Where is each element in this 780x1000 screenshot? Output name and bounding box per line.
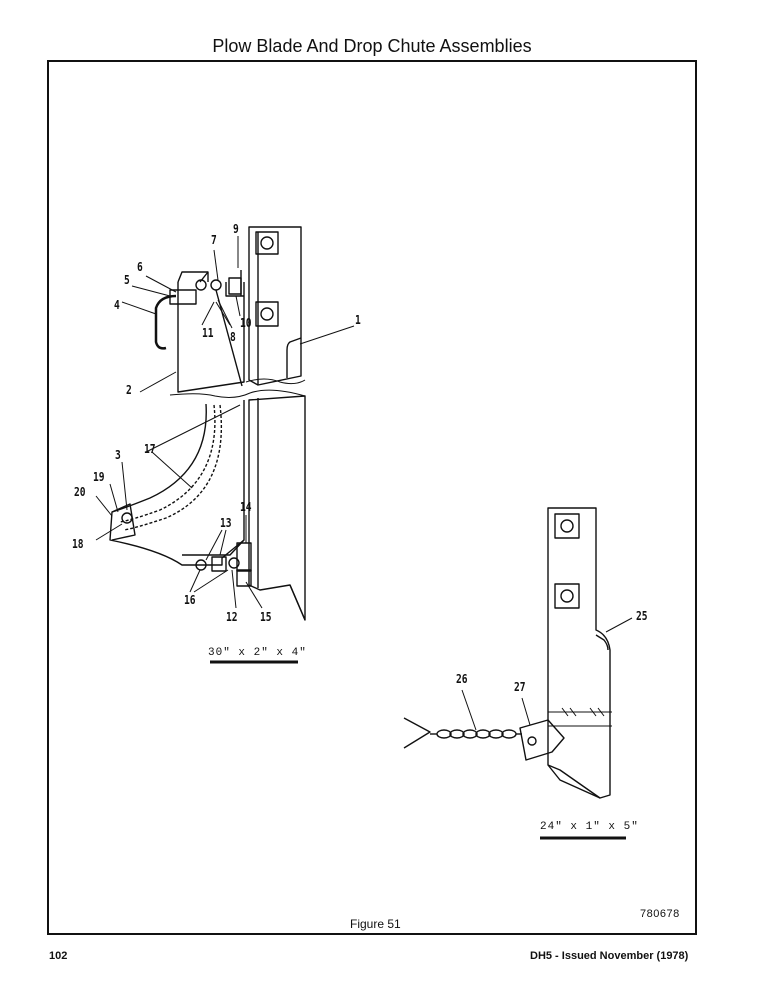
callout-5: 5 bbox=[124, 273, 130, 287]
callout-12: 12 bbox=[226, 610, 238, 624]
callout-14: 14 bbox=[240, 500, 252, 514]
break-line bbox=[169, 389, 306, 398]
pin-12 bbox=[228, 557, 240, 569]
callout-8: 8 bbox=[230, 330, 236, 344]
leader-lines-right bbox=[461, 617, 633, 731]
page-number: 102 bbox=[49, 950, 68, 962]
callout-10: 10 bbox=[240, 316, 252, 330]
drawing-code: 780678 bbox=[640, 908, 680, 920]
rod bbox=[215, 289, 243, 387]
callout-9: 9 bbox=[233, 222, 239, 236]
shoe-27 bbox=[519, 719, 565, 761]
dimension-right: 24" x 1" x 5" bbox=[540, 821, 639, 833]
plow-blade-lower bbox=[248, 395, 306, 621]
callout-26: 26 bbox=[456, 672, 468, 686]
page-title: Plow Blade And Drop Chute Assemblies bbox=[212, 36, 532, 56]
bolt-9 bbox=[228, 277, 242, 295]
callout-15: 15 bbox=[260, 610, 272, 624]
handle bbox=[154, 294, 177, 350]
clevis-13 bbox=[211, 556, 227, 572]
callout-7: 7 bbox=[211, 233, 217, 247]
pin-16 bbox=[195, 559, 207, 571]
pin-6 bbox=[195, 279, 207, 291]
footer-issue: DH5 - Issued November (1978) bbox=[530, 950, 689, 962]
callout-6: 6 bbox=[137, 260, 143, 274]
pin-8 bbox=[210, 279, 222, 291]
drop-chute-upper bbox=[177, 271, 245, 393]
figure-caption: Figure 51 bbox=[350, 917, 401, 931]
callout-11: 11 bbox=[202, 326, 214, 340]
callout-2: 2 bbox=[126, 383, 132, 397]
callout-1: 1 bbox=[355, 313, 361, 327]
dimension-left: 30" x 2" x 4" bbox=[208, 647, 307, 659]
callout-18: 18 bbox=[72, 537, 84, 551]
latch-pin bbox=[169, 289, 197, 305]
callout-25: 25 bbox=[636, 609, 648, 623]
figure-frame bbox=[47, 60, 697, 935]
callout-19: 19 bbox=[93, 470, 105, 484]
callout-20: 20 bbox=[74, 485, 86, 499]
callout-3: 3 bbox=[115, 448, 121, 462]
chain bbox=[403, 717, 522, 749]
blade-right bbox=[547, 507, 612, 799]
callout-27: 27 bbox=[514, 680, 526, 694]
drop-chute-lower bbox=[109, 400, 245, 566]
callout-4: 4 bbox=[114, 298, 120, 312]
callout-17: 17 bbox=[144, 442, 156, 456]
bolt-14 bbox=[236, 542, 252, 572]
callout-16: 16 bbox=[184, 593, 196, 607]
nut-15 bbox=[236, 569, 252, 587]
callout-13: 13 bbox=[220, 516, 232, 530]
leader-lines bbox=[95, 236, 355, 609]
plow-blade-upper bbox=[248, 226, 302, 386]
